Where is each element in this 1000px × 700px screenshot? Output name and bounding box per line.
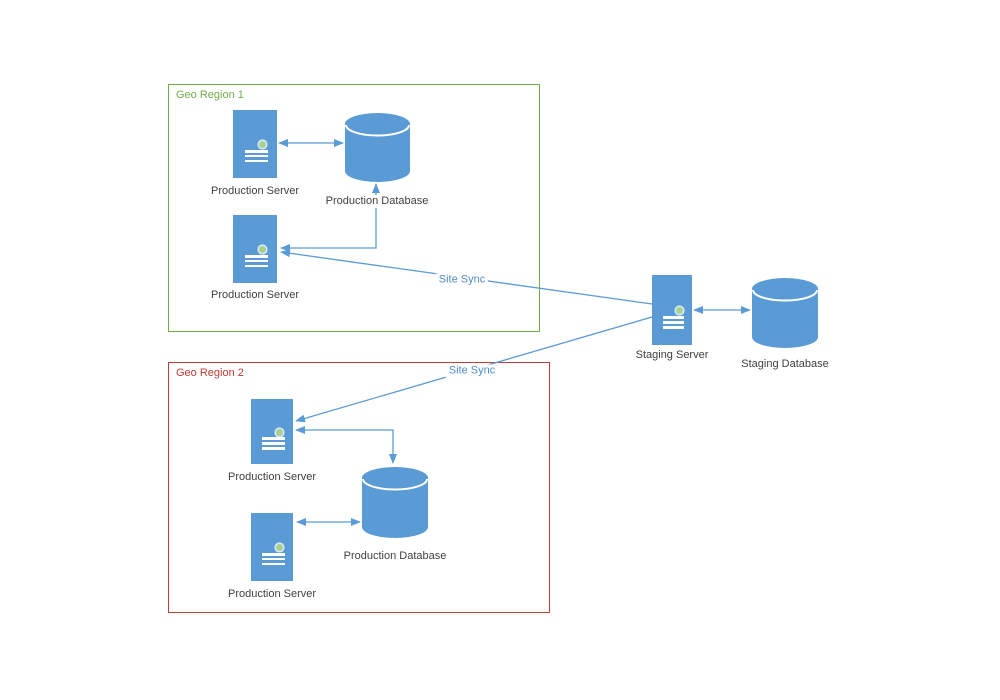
server-bars-icon — [244, 150, 269, 163]
node-label-r1-server-a: Production Server — [208, 185, 302, 198]
database-cylinder-icon[interactable] — [752, 278, 818, 348]
node-label-staging-server: Staging Server — [633, 349, 711, 362]
server-indicator-icon — [675, 307, 683, 315]
region-2-label: Geo Region 2 — [176, 367, 244, 379]
server-icon[interactable] — [251, 513, 293, 581]
database-cylinder-icon[interactable] — [345, 113, 410, 182]
database-cylinder-icon[interactable] — [362, 467, 428, 538]
node-label-r2-server-a: Production Server — [225, 471, 319, 484]
server-bars-icon — [262, 553, 285, 566]
node-label-r1-database: Production Database — [323, 195, 431, 208]
server-bars-icon — [262, 437, 285, 450]
server-icon[interactable] — [251, 399, 293, 464]
region-geo-region-1[interactable]: Geo Region 1 — [168, 84, 540, 332]
server-icon[interactable] — [233, 215, 277, 283]
server-icon[interactable] — [652, 275, 692, 345]
node-label-r2-server-b: Production Server — [225, 588, 319, 601]
server-bars-icon — [662, 316, 684, 329]
connector-label-site-sync-1: Site Sync — [435, 273, 489, 287]
server-indicator-icon — [275, 428, 283, 436]
node-label-staging-database: Staging Database — [739, 358, 831, 371]
connector-r2-server-a-db[interactable] — [295, 426, 397, 464]
server-indicator-icon — [258, 141, 266, 149]
node-label-r1-server-b: Production Server — [208, 289, 302, 302]
server-bars-icon — [244, 255, 269, 268]
region-1-label: Geo Region 1 — [176, 89, 244, 101]
connector-label-site-sync-2: Site Sync — [445, 364, 499, 378]
node-label-r2-database: Production Database — [341, 550, 449, 563]
server-icon[interactable] — [233, 110, 277, 178]
region-geo-region-2[interactable]: Geo Region 2 — [168, 362, 550, 613]
server-indicator-icon — [275, 544, 283, 552]
server-indicator-icon — [258, 246, 266, 254]
